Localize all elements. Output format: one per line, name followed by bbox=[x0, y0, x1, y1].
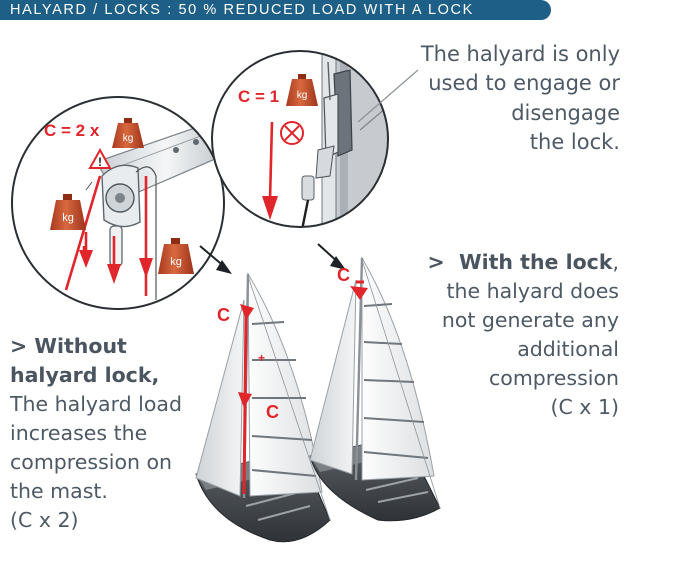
bullet-marker: > bbox=[10, 334, 28, 358]
page-title: HALYARD / LOCKS : 50 % REDUCED LOAD WITH… bbox=[0, 0, 551, 20]
without-lock-line: (C x 2) bbox=[10, 508, 79, 532]
boat-without-lock: C C + bbox=[195, 272, 331, 543]
weight-icon: kg bbox=[286, 74, 318, 106]
weight-icon: kg bbox=[50, 194, 86, 230]
weight-unit: kg bbox=[62, 212, 74, 224]
right-detail-circle bbox=[211, 50, 389, 228]
load-arrow bbox=[262, 196, 278, 220]
with-lock-line: (C x 1) bbox=[550, 395, 619, 419]
without-lock-heading: > Without bbox=[10, 332, 182, 361]
weight-icon: kg bbox=[112, 118, 144, 148]
with-lock-line: the halyard does bbox=[446, 279, 619, 303]
without-lock-line: the mast. bbox=[10, 479, 108, 503]
with-lock-line: compression bbox=[489, 366, 619, 390]
compression-label: C bbox=[337, 265, 350, 285]
top-note-line: disengage bbox=[511, 100, 620, 125]
without-lock-heading-line2: halyard lock, bbox=[10, 363, 160, 387]
top-note-line: The halyard is only bbox=[420, 42, 620, 66]
with-lock-line: additional bbox=[517, 337, 619, 361]
with-lock-heading: > With the lock, bbox=[428, 248, 620, 277]
weight-unit: kg bbox=[170, 256, 182, 268]
warning-icon: ! bbox=[88, 147, 112, 169]
without-lock-note: > Without halyard lock, The halyard load… bbox=[10, 332, 182, 535]
load-arrow bbox=[139, 258, 153, 278]
without-lock-line: The halyard load bbox=[10, 392, 182, 416]
with-lock-heading-text: With the lock bbox=[458, 250, 613, 274]
without-lock-line: increases the bbox=[10, 421, 148, 445]
blocked-icon bbox=[280, 121, 304, 145]
leader-line bbox=[357, 69, 419, 123]
heading-comma: , bbox=[612, 250, 619, 274]
load-arrow bbox=[107, 264, 121, 284]
warning-symbol: ! bbox=[98, 155, 102, 169]
top-note-line: the lock. bbox=[529, 129, 620, 154]
top-note-line: used to engage or bbox=[428, 71, 620, 96]
with-lock-note: > With the lock, the halyard does not ge… bbox=[428, 248, 620, 422]
without-lock-heading-line1: Without bbox=[34, 334, 127, 358]
top-note: The halyard is only used to engage or di… bbox=[421, 40, 620, 157]
boat-with-lock: C bbox=[309, 256, 441, 522]
plus-marker: + bbox=[258, 351, 265, 365]
weight-unit: kg bbox=[297, 90, 308, 101]
left-load-label: C = 2 x bbox=[44, 121, 100, 140]
weight-icon: kg bbox=[158, 238, 194, 274]
weight-unit: kg bbox=[123, 133, 134, 144]
compression-label: C bbox=[266, 402, 279, 422]
load-arrow bbox=[79, 250, 93, 268]
with-lock-line: not generate any bbox=[441, 308, 619, 332]
bullet-marker: > bbox=[427, 250, 445, 274]
without-lock-line: compression on bbox=[10, 450, 173, 474]
compression-label: C bbox=[217, 305, 230, 325]
right-load-label: C = 1 bbox=[238, 87, 279, 106]
